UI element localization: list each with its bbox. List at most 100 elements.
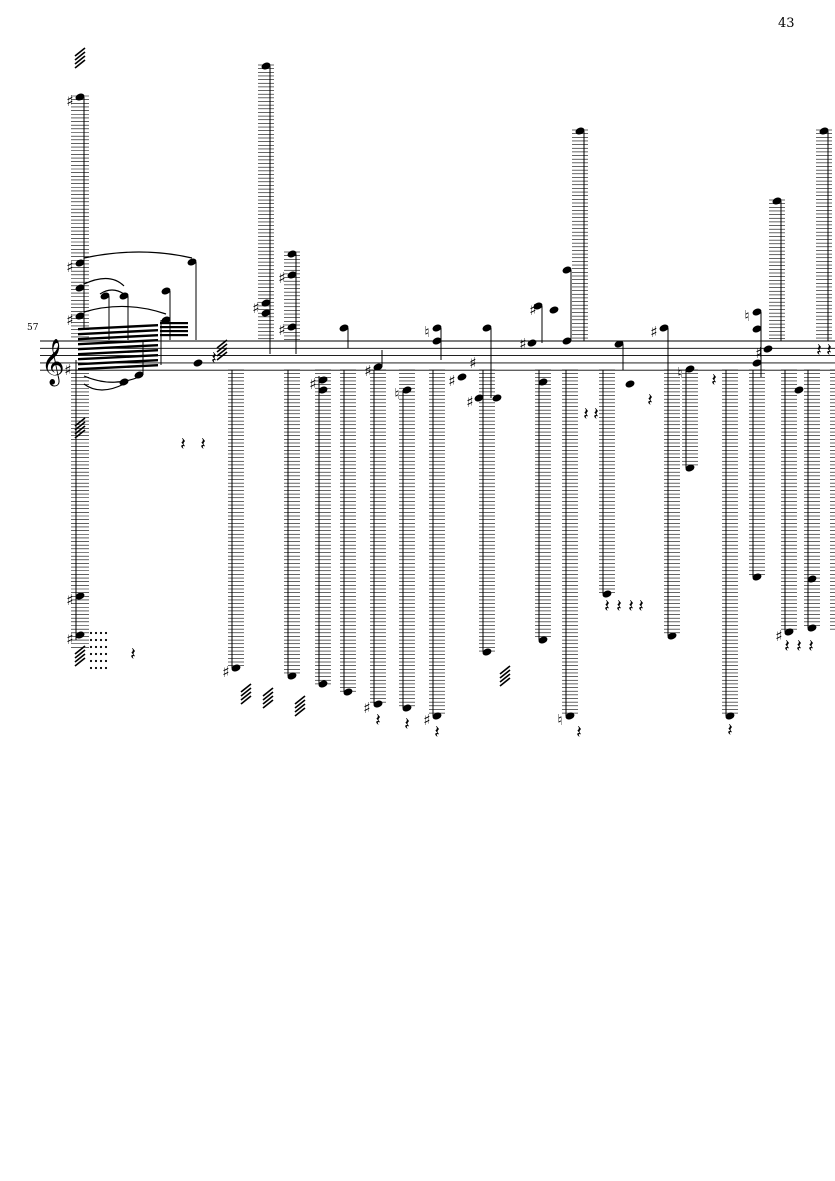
tremolo-mark xyxy=(74,47,86,57)
tremolo-mark xyxy=(294,703,306,713)
quarter-rest-glyph: 𝄽 xyxy=(211,348,217,369)
augmentation-dot xyxy=(104,645,108,649)
augmentation-dot xyxy=(94,666,98,670)
note-head xyxy=(565,712,575,720)
augmentation-dot xyxy=(89,659,93,663)
quarter-rest-glyph: 𝄽 xyxy=(583,404,589,425)
note-head xyxy=(614,340,624,348)
note-head xyxy=(287,271,297,279)
note-head xyxy=(373,700,383,708)
note-head xyxy=(402,704,412,712)
tremolo-mark xyxy=(216,347,228,357)
tremolo-mark xyxy=(74,51,86,61)
slur-curve xyxy=(83,251,193,259)
note-head xyxy=(482,648,492,656)
note-head xyxy=(287,323,297,331)
tremolo-mark xyxy=(294,695,306,705)
sharp-glyph: ♯ xyxy=(278,321,285,339)
note-head xyxy=(75,592,85,600)
quarter-rest-glyph: 𝄽 xyxy=(796,636,802,657)
note-head xyxy=(318,386,328,394)
note-head xyxy=(75,93,85,101)
tremolo-mark xyxy=(74,417,86,427)
sharp-glyph: ♯ xyxy=(469,354,476,372)
tremolo-mark xyxy=(216,339,228,349)
note-head xyxy=(75,259,85,267)
tremolo-mark xyxy=(74,649,86,659)
sharp-glyph: ♯ xyxy=(66,258,73,276)
note-head xyxy=(752,308,762,316)
augmentation-dot xyxy=(99,659,103,663)
quarter-rest-glyph: 𝄽 xyxy=(808,636,814,657)
note-head xyxy=(807,624,817,632)
beam xyxy=(160,330,188,333)
quarter-rest-glyph: 𝄽 xyxy=(576,722,582,743)
tremolo-mark xyxy=(74,657,86,667)
note-head xyxy=(492,394,502,402)
quarter-rest-glyph: 𝄽 xyxy=(826,340,832,361)
sharp-glyph: ♯ xyxy=(423,711,430,729)
note-head xyxy=(752,573,762,581)
slur-curve xyxy=(83,277,125,287)
quarter-rest-glyph: 𝄽 xyxy=(638,596,644,617)
slur-curve xyxy=(83,383,125,391)
note-head xyxy=(432,324,442,332)
quarter-rest-glyph: 𝄽 xyxy=(404,714,410,735)
beam xyxy=(160,334,188,337)
note-head xyxy=(432,712,442,720)
sharp-glyph: ♯ xyxy=(252,299,259,317)
augmentation-dot xyxy=(99,631,103,635)
tremolo-mark xyxy=(240,683,252,693)
note-head xyxy=(339,324,349,332)
quarter-rest-glyph: 𝄽 xyxy=(647,390,653,411)
quarter-rest-glyph: 𝄽 xyxy=(593,404,599,425)
note-head xyxy=(343,688,353,696)
augmentation-dot xyxy=(89,666,93,670)
note-stems xyxy=(75,66,829,716)
quarter-rest-glyph: 𝄽 xyxy=(200,434,206,455)
sharp-glyph: ♯ xyxy=(222,663,229,681)
note-head xyxy=(161,287,171,295)
note-head xyxy=(134,371,144,379)
beam xyxy=(160,322,188,325)
sharp-glyph: ♯ xyxy=(66,92,73,110)
note-head xyxy=(474,394,484,402)
beam xyxy=(78,364,158,371)
tremolo-mark xyxy=(262,687,274,697)
beam xyxy=(78,334,158,341)
sharp-glyph: ♯ xyxy=(66,630,73,648)
sharp-glyph: ♯ xyxy=(529,301,536,319)
sharp-glyph: ♯ xyxy=(278,269,285,287)
quarter-rest-glyph: 𝄽 xyxy=(375,710,381,731)
note-head xyxy=(685,365,695,373)
natural-glyph: ♮ xyxy=(557,711,562,729)
note-head xyxy=(402,386,412,394)
sharp-glyph: ♯ xyxy=(66,311,73,329)
augmentation-dot xyxy=(99,645,103,649)
note-head xyxy=(318,376,328,384)
note-head xyxy=(457,373,467,381)
augmentation-dot xyxy=(89,645,93,649)
sharp-glyph: ♯ xyxy=(309,375,316,393)
beam xyxy=(78,344,158,351)
note-head xyxy=(75,312,85,320)
natural-glyph: ♮ xyxy=(744,307,749,325)
note-head xyxy=(667,632,677,640)
augmentation-dot xyxy=(104,638,108,642)
note-head xyxy=(562,266,572,274)
tremolo-mark xyxy=(294,707,306,717)
measure-number: 57 xyxy=(27,323,39,333)
note-head xyxy=(75,631,85,639)
augmentation-dot xyxy=(94,631,98,635)
quarter-rest-glyph: 𝄽 xyxy=(604,596,610,617)
tremolo-mark xyxy=(74,55,86,65)
note-head xyxy=(659,324,669,332)
natural-glyph: ♮ xyxy=(677,364,682,382)
note-head xyxy=(685,464,695,472)
beam xyxy=(78,329,158,336)
note-head xyxy=(819,127,829,135)
augmentation-dot xyxy=(89,631,93,635)
slur-curve xyxy=(83,375,140,383)
beam xyxy=(78,339,158,346)
note-head xyxy=(602,590,612,598)
